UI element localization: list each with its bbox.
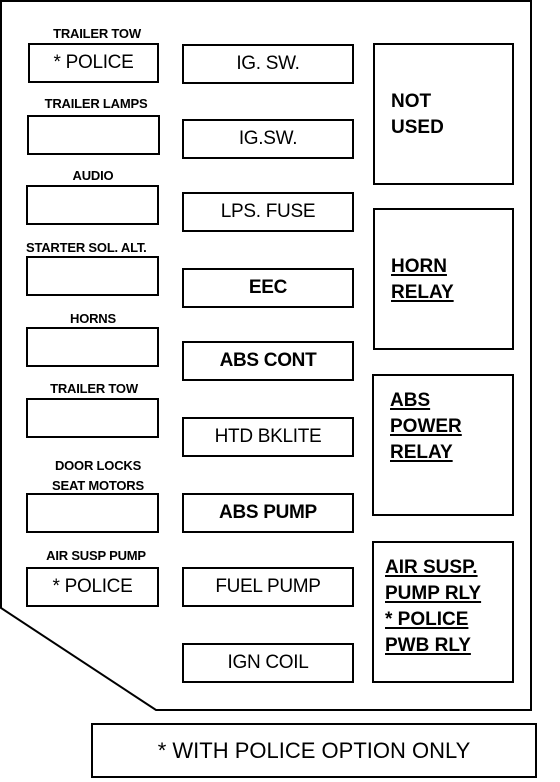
relay-abs-power: ABS POWER RELAY: [372, 374, 514, 516]
fuse-label-trailer-tow-2: TRAILER TOW: [50, 381, 138, 396]
relay-line: NOT: [391, 91, 432, 112]
fuse-text: IG. SW.: [236, 53, 300, 74]
relay-line: RELAY: [390, 442, 453, 463]
fuse-text: LPS. FUSE: [220, 201, 316, 222]
relay-label: ABS POWER RELAY: [390, 388, 462, 466]
fuse-text: ABS CONT: [219, 350, 317, 371]
relay-line: USED: [391, 117, 444, 138]
fuse-trailer-lamps: [27, 115, 160, 155]
relay-not-used: NOT USED: [373, 43, 514, 185]
relay-line: HORN: [391, 256, 447, 277]
footnote-text: * WITH POLICE OPTION ONLY: [157, 737, 471, 763]
fuse-text: IGN COIL: [227, 652, 309, 673]
fuse-text: IG.SW.: [238, 128, 298, 149]
fuse-label-seat-motors: SEAT MOTORS: [52, 478, 144, 493]
fuse-eec: EEC: [182, 268, 354, 308]
relay-line: POWER: [390, 416, 462, 437]
fuse-htd-bklite: HTD BKLITE: [182, 417, 354, 457]
fuse-label-door-locks: DOOR LOCKS: [54, 458, 142, 473]
fuse-trailer-tow-police: * POLICE: [28, 43, 159, 83]
fuse-text: * POLICE: [52, 576, 133, 597]
relay-label: NOT USED: [391, 89, 444, 141]
relay-line: ABS: [390, 390, 431, 411]
fuse-starter-sol-alt: [26, 256, 159, 296]
fuse-horns: [26, 327, 159, 367]
fuse-text: HTD BKLITE: [214, 426, 322, 447]
fuse-door-locks-seat-motors: [26, 493, 159, 533]
relay-label: HORN RELAY: [391, 254, 454, 306]
fuse-label-air-susp-pump: AIR SUSP PUMP: [46, 548, 146, 563]
fuse-ig-sw-2: IG.SW.: [182, 119, 354, 159]
relay-label: AIR SUSP. PUMP RLY * POLICE PWB RLY: [385, 555, 481, 659]
fuse-label-trailer-tow: TRAILER TOW: [53, 26, 141, 41]
fuse-text: ABS PUMP: [219, 502, 317, 523]
relay-line: RELAY: [391, 282, 454, 303]
fuse-label-starter-sol-alt: STARTER SOL. ALT.: [26, 240, 147, 255]
fuse-trailer-tow-2: [26, 398, 159, 438]
fuse-text: EEC: [248, 277, 288, 298]
police-option-footnote: * WITH POLICE OPTION ONLY: [91, 723, 537, 778]
relay-horn: HORN RELAY: [373, 208, 514, 350]
fuse-air-susp-pump-police: * POLICE: [26, 567, 159, 607]
fuse-label-trailer-lamps: TRAILER LAMPS: [44, 96, 148, 111]
fuse-abs-pump: ABS PUMP: [182, 493, 354, 533]
fuse-abs-cont: ABS CONT: [182, 341, 354, 381]
fuse-ig-sw-1: IG. SW.: [182, 44, 354, 84]
fuse-label-horns: HORNS: [70, 311, 116, 326]
fuse-fuel-pump: FUEL PUMP: [182, 567, 354, 607]
relay-line: AIR SUSP.: [385, 557, 478, 578]
relay-air-susp-pump-police-pwb: AIR SUSP. PUMP RLY * POLICE PWB RLY: [372, 541, 514, 683]
fuse-label-audio: AUDIO: [72, 168, 114, 183]
relay-line: PUMP RLY: [385, 583, 482, 604]
fuse-ign-coil: IGN COIL: [182, 643, 354, 683]
fuse-text: * POLICE: [53, 52, 134, 73]
fuse-text: FUEL PUMP: [215, 576, 321, 597]
fuse-lps-fuse: LPS. FUSE: [182, 192, 354, 232]
fuse-audio: [26, 185, 159, 225]
relay-line: PWB RLY: [385, 635, 471, 656]
relay-line: * POLICE: [385, 609, 469, 630]
